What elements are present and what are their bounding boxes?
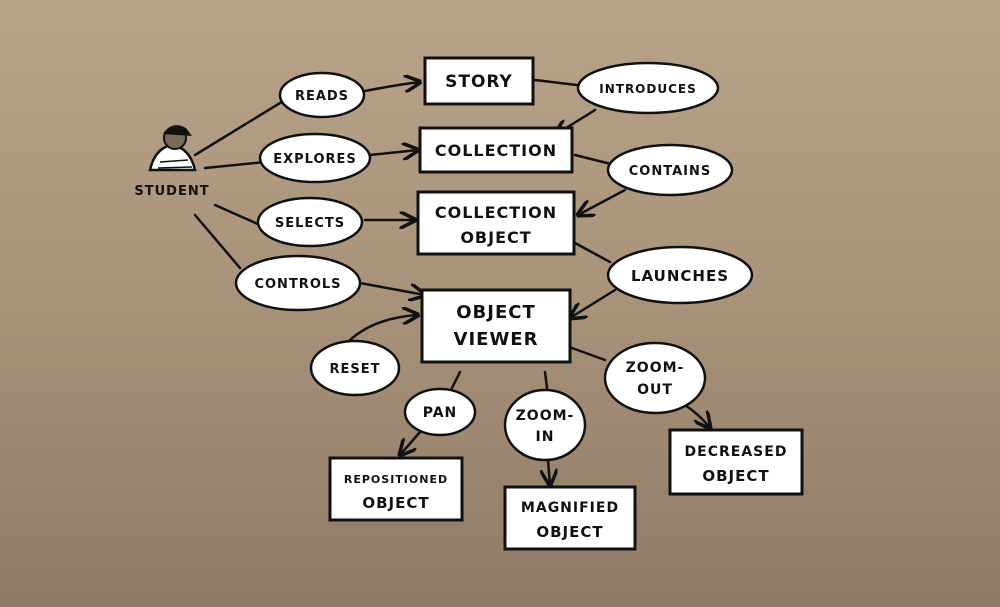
zoom-in-line-2: IN — [536, 429, 555, 445]
magnified-object-line-1: MAGNIFIED — [521, 500, 619, 516]
collection-box: COLLECTION — [418, 126, 574, 174]
reads-label: READS — [295, 89, 349, 104]
student-cap — [163, 125, 192, 136]
zoom-in-line-1: ZOOM- — [516, 408, 575, 424]
reads-cloud: READS — [278, 71, 366, 119]
edge-object-viewer-pan — [448, 370, 462, 394]
object-viewer-box-frame — [420, 288, 572, 364]
contains-label: CONTAINS — [629, 164, 711, 179]
controls-cloud: CONTROLS — [234, 254, 362, 312]
launches-cloud: LAUNCHES — [606, 245, 754, 305]
pan-cloud-shape — [403, 387, 477, 437]
zoom-out-cloud: ZOOM- OUT — [603, 341, 707, 415]
reset-label: RESET — [329, 362, 380, 377]
edge-reset-object-viewer — [343, 315, 418, 347]
reset-cloud: RESET — [309, 339, 401, 397]
launches-cloud-shape — [606, 245, 754, 305]
selects-label: SELECTS — [275, 216, 345, 231]
zoom-out-cloud-shape — [603, 341, 707, 415]
introduces-label: INTRODUCES — [599, 82, 697, 96]
object-viewer-line-2: VIEWER — [454, 329, 539, 350]
edge-pan-repositioned-object — [400, 430, 422, 455]
student-stripes — [157, 159, 193, 169]
edge-zoom-out-decreased-object — [683, 403, 710, 428]
collection-box-frame — [418, 126, 574, 174]
edge-object-viewer-zoom-in — [543, 370, 549, 390]
edge-controls-object-viewer — [358, 281, 425, 295]
story-box-label: STORY — [445, 72, 513, 92]
pan-cloud: PAN — [403, 387, 477, 437]
edge-reads-story — [358, 82, 420, 94]
contains-cloud: CONTAINS — [606, 143, 734, 197]
decreased-object-box-frame — [668, 428, 804, 496]
launches-label: LAUNCHES — [631, 267, 729, 285]
edge-object-viewer-zoom-out — [570, 346, 607, 362]
selects-cloud-shape — [256, 196, 364, 248]
repositioned-object-line-2: OBJECT — [362, 494, 429, 512]
concept-boxes: STORY COLLECTION COLLECTION OBJECT OBJEC… — [328, 56, 804, 551]
zoom-out-line-1: ZOOM- — [626, 360, 685, 376]
edge-contains-collection-object — [578, 188, 627, 215]
collection-object-line-1: COLLECTION — [435, 203, 557, 222]
decreased-object-line-1: DECREASED — [685, 444, 788, 460]
object-viewer-line-1: OBJECT — [456, 302, 536, 323]
zoom-in-cloud: ZOOM- IN — [503, 388, 587, 462]
edge-student-selects — [213, 203, 262, 227]
zoom-in-cloud-shape — [503, 388, 587, 462]
magnified-object-box: MAGNIFIED OBJECT — [503, 485, 637, 551]
edge-story-introduces — [533, 78, 587, 88]
object-viewer-box: OBJECT VIEWER — [420, 288, 572, 364]
magnified-object-box-frame — [503, 485, 637, 551]
edge-student-reads — [193, 98, 287, 157]
edge-student-controls — [193, 213, 242, 270]
selects-cloud: SELECTS — [256, 196, 364, 248]
repositioned-object-line-1: REPOSITIONED — [344, 473, 448, 486]
repositioned-object-box: REPOSITIONED OBJECT — [328, 456, 464, 522]
edge-launches-object-viewer — [570, 288, 617, 318]
student-label: STUDENT — [134, 184, 209, 199]
edge-collection-contains — [573, 153, 617, 167]
relation-clouds: READS EXPLORES SELECTS CONTROLS INTRODUC… — [234, 61, 754, 462]
zoom-out-line-2: OUT — [637, 382, 673, 398]
collection-object-line-2: OBJECT — [460, 228, 531, 247]
pan-label: PAN — [423, 405, 458, 421]
decreased-object-line-2: OBJECT — [702, 467, 769, 485]
edge-student-explores — [203, 160, 267, 170]
magnified-object-line-2: OBJECT — [536, 523, 603, 541]
edge-explores-collection — [368, 150, 418, 155]
controls-label: CONTROLS — [254, 277, 341, 292]
contains-cloud-shape — [606, 143, 734, 197]
collection-object-box: COLLECTION OBJECT — [416, 190, 576, 256]
repositioned-object-box-frame — [328, 456, 464, 522]
student-figure: STUDENT — [134, 125, 209, 199]
edge-zoom-in-magnified-object — [548, 458, 550, 485]
explores-cloud-shape — [258, 132, 372, 184]
introduces-cloud-shape — [576, 61, 720, 115]
decreased-object-box: DECREASED OBJECT — [668, 428, 804, 496]
reset-cloud-shape — [309, 339, 401, 397]
explores-cloud: EXPLORES — [258, 132, 372, 184]
reads-cloud-shape — [278, 71, 366, 119]
controls-cloud-shape — [234, 254, 362, 312]
explores-label: EXPLORES — [273, 152, 357, 167]
story-box-frame — [423, 56, 535, 106]
edge-collection-object-launches — [573, 241, 612, 264]
story-box: STORY — [423, 56, 535, 106]
introduces-cloud: INTRODUCES — [576, 61, 720, 115]
collection-box-label: COLLECTION — [435, 141, 557, 160]
edges — [193, 78, 710, 485]
collection-object-box-frame — [416, 190, 576, 256]
